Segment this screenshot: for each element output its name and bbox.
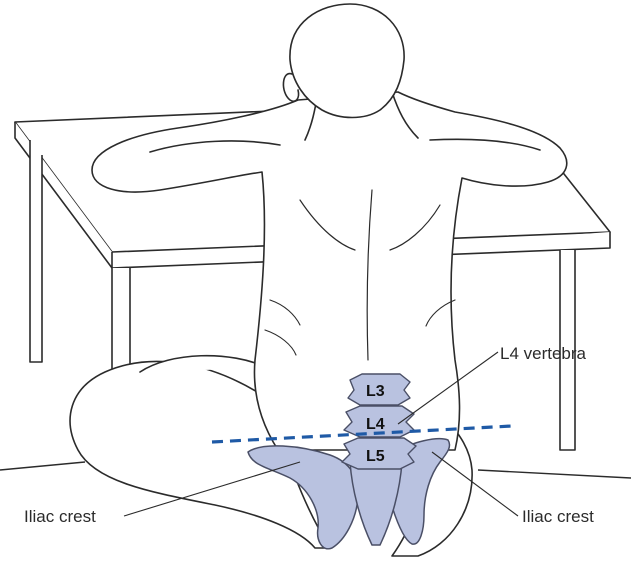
- iliac-crest-left-label: Iliac crest: [24, 508, 96, 525]
- vertebra-label-l5: L5: [366, 448, 385, 465]
- l4-vertebra-label: L4 vertebra: [500, 345, 586, 362]
- vertebra-label-l4: L4: [366, 416, 385, 433]
- iliac-crest-right-label: Iliac crest: [522, 508, 594, 525]
- left-knee: [140, 356, 268, 372]
- sacrum: [350, 459, 402, 545]
- vertebra-label-l3: L3: [366, 383, 385, 400]
- vertebra-labels: L3 L4 L5: [366, 383, 385, 465]
- table-leg-left-back: [30, 140, 42, 362]
